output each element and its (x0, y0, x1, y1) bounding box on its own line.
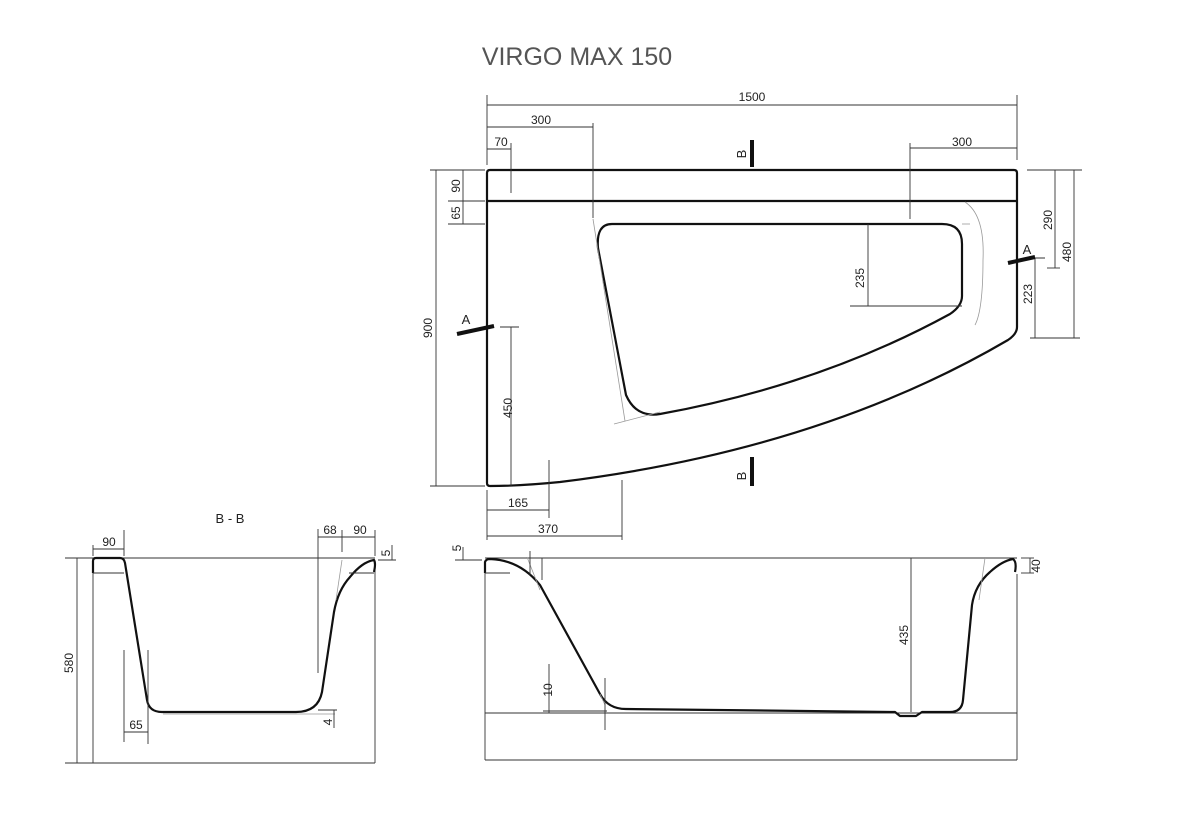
dim-side-10: 10 (541, 683, 555, 697)
construction-line (335, 559, 343, 601)
dim-290: 290 (1041, 210, 1055, 230)
top-view: 1500 300 70 300 900 90 65 290 480 223 (421, 90, 1082, 540)
dim-300-right: 300 (952, 135, 972, 149)
dim-bb-90-left: 90 (102, 535, 116, 549)
dim-900: 900 (421, 318, 435, 338)
section-label-b-top: B (734, 150, 749, 159)
construction-line (599, 693, 606, 706)
dim-165: 165 (508, 496, 528, 510)
dim-450: 450 (501, 398, 515, 418)
dim-bb-65: 65 (129, 718, 143, 732)
dim-side-435: 435 (897, 625, 911, 645)
section-label-b-bottom: B (734, 472, 749, 481)
dim-bb-68: 68 (323, 523, 337, 537)
section-bb: B - B 580 90 68 90 5 65 4 (62, 511, 396, 764)
faint-arc (964, 201, 984, 326)
dim-580: 580 (62, 653, 76, 673)
dim-bb-4: 4 (321, 718, 335, 725)
section-label-a-left: A (462, 312, 471, 327)
dim-370: 370 (538, 522, 558, 536)
dim-side-40: 40 (1029, 559, 1043, 573)
dim-side-5: 5 (450, 544, 464, 551)
inner-basin-outline (596, 222, 964, 416)
section-mark-a-left (456, 324, 495, 336)
drawing-title: VIRGO MAX 150 (482, 43, 672, 71)
section-bb-title: B - B (216, 511, 245, 526)
dim-235: 235 (853, 268, 867, 288)
construction-line (592, 218, 626, 422)
dim-70: 70 (494, 135, 508, 149)
section-label-a-right: A (1023, 242, 1032, 257)
side-section-profile (483, 557, 1017, 718)
construction-line (613, 411, 661, 425)
section-mark-a-right (1007, 255, 1036, 265)
dim-300-left: 300 (531, 113, 551, 127)
dim-bb-90-right: 90 (353, 523, 367, 537)
dim-65: 65 (449, 206, 463, 220)
construction-line (526, 556, 541, 591)
dim-1500: 1500 (739, 90, 766, 104)
dim-90: 90 (449, 179, 463, 193)
dim-bb-5: 5 (379, 549, 393, 556)
dim-480: 480 (1060, 242, 1074, 262)
dim-223: 223 (1021, 284, 1035, 304)
side-section: 5 435 40 10 (450, 544, 1043, 761)
top-view-outline (485, 168, 1019, 488)
section-bb-profile (91, 556, 377, 714)
construction-line (978, 557, 986, 601)
